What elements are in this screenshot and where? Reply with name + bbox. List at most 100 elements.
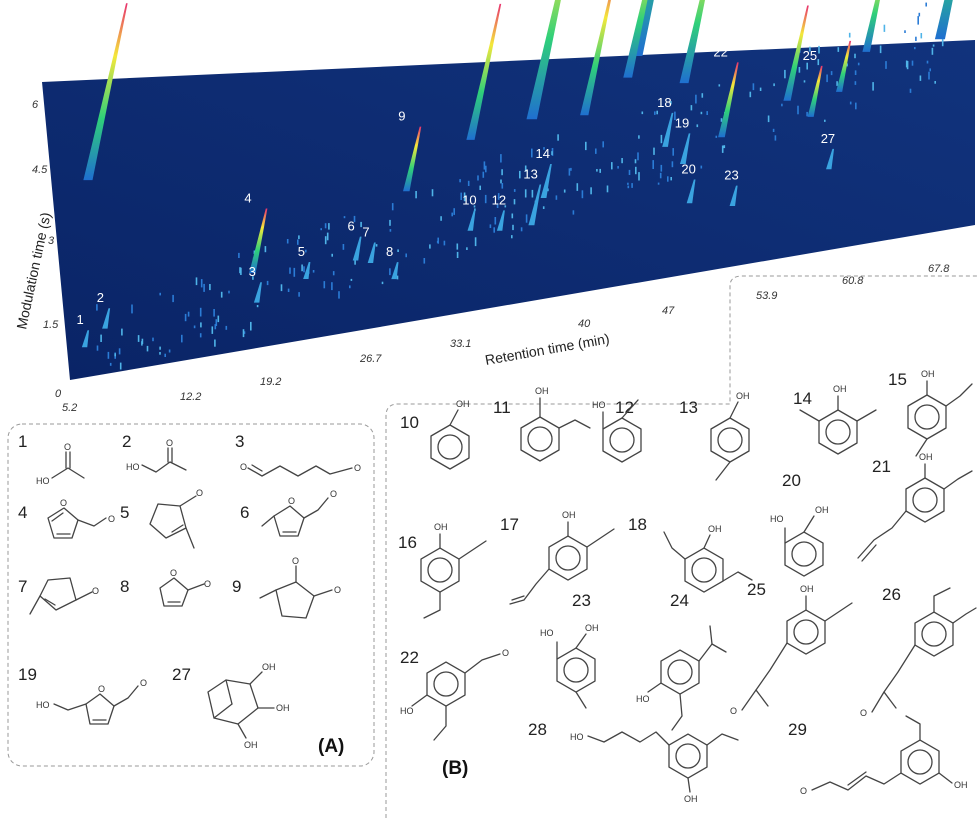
noise-speck — [905, 60, 908, 68]
noise-speck — [338, 291, 340, 299]
noise-speck — [331, 253, 333, 257]
noise-speck — [195, 277, 198, 286]
y-axis-label: Modulation time (s) — [13, 211, 53, 331]
noise-speck — [146, 345, 149, 352]
noise-speck — [513, 189, 516, 192]
noise-speck — [837, 47, 840, 52]
noise-speck — [159, 352, 161, 355]
noise-speck — [483, 161, 486, 170]
peak-26 — [835, 40, 852, 92]
compound-17: 17 OH — [500, 510, 615, 605]
noise-speck — [570, 167, 572, 171]
noise-speck — [585, 141, 587, 151]
noise-speck — [405, 253, 407, 258]
noise-speck — [326, 232, 329, 241]
compound-number: 10 — [400, 413, 419, 432]
noise-speck — [159, 292, 161, 296]
noise-speck — [659, 172, 662, 179]
noise-speck — [256, 305, 259, 308]
noise-speck — [718, 84, 721, 87]
peak-6 — [352, 236, 362, 261]
noise-speck — [504, 205, 507, 208]
svg-text:O: O — [502, 648, 509, 658]
compound-number: 21 — [872, 457, 891, 476]
noise-speck — [482, 171, 485, 178]
noise-speck — [375, 244, 378, 247]
compound-5: 5 O — [120, 488, 203, 549]
compound-19: 19 O HO O — [18, 665, 147, 725]
noise-speck — [389, 219, 391, 226]
svg-text:O: O — [730, 706, 737, 716]
chart-plane — [42, 40, 975, 380]
svg-text:HO: HO — [540, 628, 554, 638]
noise-speck — [759, 87, 762, 91]
noise-speck — [211, 326, 214, 334]
svg-text:O: O — [292, 556, 299, 566]
peak-label-25: 25 — [803, 48, 817, 63]
noise-speck — [467, 180, 470, 186]
compound-number: 20 — [782, 471, 801, 490]
peak-10 — [467, 210, 476, 231]
compound-number: 13 — [679, 398, 698, 417]
noise-speck — [220, 291, 223, 298]
peak-label-19: 19 — [675, 115, 689, 130]
noise-speck — [474, 237, 477, 247]
peak-9 — [403, 126, 422, 192]
peak-11 — [466, 3, 502, 140]
compound-22: 22 HO O — [400, 648, 509, 741]
x-tick-53-9: 53.9 — [756, 290, 777, 302]
noise-speck — [797, 105, 799, 115]
noise-speck — [511, 213, 514, 219]
noise-speck — [353, 215, 356, 223]
svg-text:O: O — [204, 579, 211, 589]
peak-label-26: 26 — [831, 23, 845, 38]
noise-speck — [700, 111, 703, 115]
compound-number: 18 — [628, 515, 647, 534]
compound-number: 19 — [18, 665, 37, 684]
noise-speck — [826, 74, 828, 83]
noise-speck — [671, 161, 674, 168]
noise-speck — [918, 12, 921, 17]
x-tick-40: 40 — [578, 318, 591, 330]
peak-label-1: 1 — [77, 312, 84, 327]
noise-speck — [652, 160, 654, 169]
noise-speck — [328, 223, 330, 230]
svg-text:OH: OH — [919, 452, 933, 462]
noise-speck — [214, 324, 217, 330]
svg-text:O: O — [108, 514, 115, 524]
svg-text:OH: OH — [262, 662, 276, 672]
panel-b-label: (B) — [442, 758, 468, 779]
noise-speck — [324, 223, 327, 229]
noise-speck — [437, 237, 439, 244]
noise-speck — [228, 290, 230, 294]
noise-speck — [543, 147, 545, 150]
noise-speck — [934, 81, 936, 84]
svg-text:OH: OH — [244, 740, 258, 750]
y-tick-6: 6 — [32, 99, 39, 111]
svg-text:O: O — [64, 442, 71, 452]
noise-speck — [354, 256, 356, 265]
noise-speck — [286, 239, 289, 244]
svg-text:O: O — [334, 585, 341, 595]
compound-3: 3 O O — [235, 432, 361, 477]
noise-speck — [243, 331, 246, 334]
noise-speck — [303, 266, 305, 273]
noise-speck — [96, 304, 98, 311]
peak-label-18: 18 — [657, 95, 671, 110]
noise-speck — [238, 252, 240, 258]
noise-speck — [107, 351, 110, 359]
panel-b: (B) 10 OH 11 OH 12 HO 13 — [385, 275, 979, 818]
peak-29 — [934, 0, 953, 40]
peak-1 — [81, 330, 90, 348]
y-tick-3: 3 — [48, 235, 55, 247]
compound-number: 26 — [882, 585, 901, 604]
noise-speck — [773, 83, 775, 87]
compound-number: 12 — [615, 398, 634, 417]
noise-speck — [513, 199, 516, 205]
compound-11: 11 OH — [493, 386, 591, 462]
compound-27: 27 OH OH OH — [172, 662, 290, 750]
peak-label-24: 24 — [779, 0, 793, 3]
noise-speck — [301, 264, 303, 272]
compound-number: 9 — [232, 577, 241, 596]
noise-speck — [250, 321, 252, 331]
